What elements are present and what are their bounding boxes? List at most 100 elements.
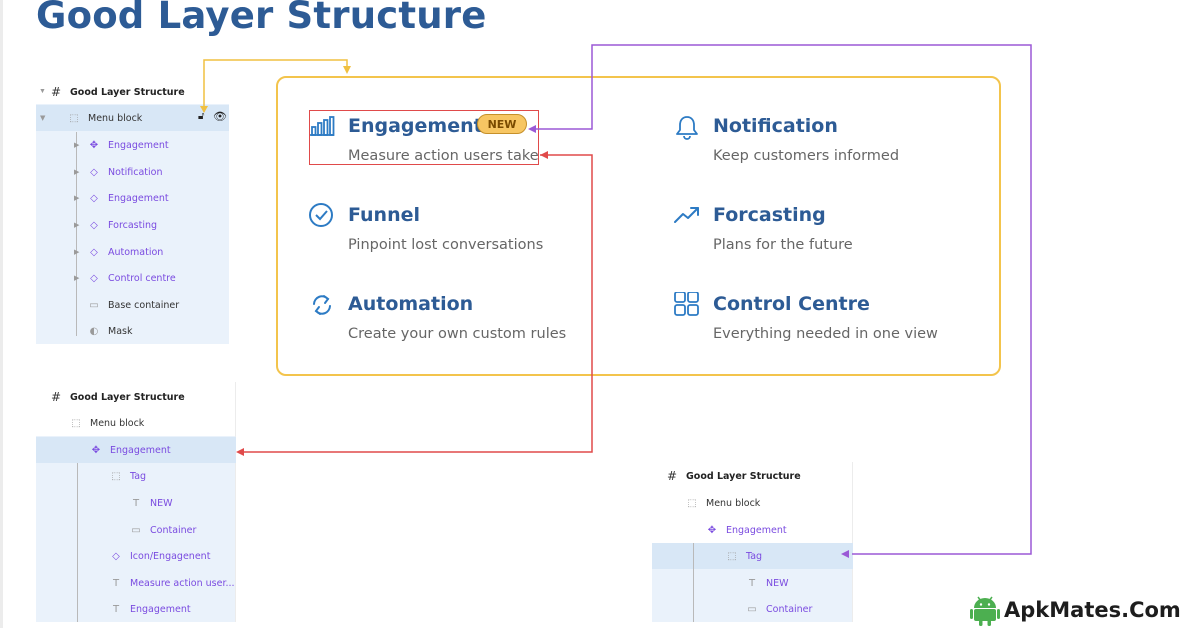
frame-dotted-icon: ⬚ <box>727 550 737 562</box>
layer-panel-mid: # Good Layer Structure ⬚ Menu block ✥ En… <box>36 382 236 622</box>
layer-row-control-centre[interactable]: ◇ Control centre <box>88 265 176 291</box>
layer-label: NEW <box>766 577 789 589</box>
layer-label: Icon/Engagenent <box>130 550 211 562</box>
left-edge-rule <box>0 0 3 628</box>
layer-label: Container <box>150 524 197 536</box>
bell-icon <box>676 116 698 140</box>
layer-label: NEW <box>150 497 173 509</box>
feature-desc: Keep customers informed <box>713 148 900 164</box>
layer-row-new[interactable]: T NEW <box>130 490 173 516</box>
text-t-icon: T <box>112 603 120 615</box>
layer-label: Container <box>766 603 813 615</box>
layer-header[interactable]: # Good Layer Structure <box>666 463 801 489</box>
layer-row-engagement[interactable]: ✥ Engagement <box>36 437 236 463</box>
component-icon: ✥ <box>89 139 99 151</box>
layer-row-engagement-2[interactable]: ◇ Engagement <box>88 185 169 211</box>
layer-label: Menu block <box>706 497 761 509</box>
layer-row-menu-block[interactable]: ▼ ⬚ Menu block 🔓︎ 👁︎ <box>36 105 229 131</box>
layer-label: Notification <box>108 166 163 178</box>
layer-header-label: Good Layer Structure <box>70 391 185 403</box>
instance-diamond-icon: ◇ <box>112 550 120 562</box>
layer-row-container[interactable]: ▭ Container <box>130 517 196 543</box>
feature-desc: Plans for the future <box>713 237 853 253</box>
layer-row-menu-block[interactable]: ⬚ Menu block <box>70 410 144 436</box>
layer-panel-top: ▼ # Good Layer Structure ▼ ⬚ Menu block … <box>36 78 229 344</box>
layer-header-label: Good Layer Structure <box>686 470 801 482</box>
instance-diamond-icon: ◇ <box>90 219 98 231</box>
layer-label: Engagement <box>108 139 169 151</box>
frame-dotted-icon: ⬚ <box>687 497 697 509</box>
layer-label: Menu block <box>90 417 145 429</box>
refresh-icon <box>313 295 331 315</box>
panel-top-bg <box>36 104 229 344</box>
rectangle-icon: ▭ <box>89 299 99 311</box>
feature-name: Notification <box>713 115 838 137</box>
feature-name: Control Centre <box>713 293 870 315</box>
layer-row-base-container[interactable]: ▭ Base container <box>88 292 179 318</box>
instance-diamond-icon: ◇ <box>90 272 98 284</box>
expand-arrow-icon[interactable]: ▶ <box>74 275 80 282</box>
eye-icon[interactable]: 👁︎ <box>213 110 227 123</box>
layer-label: Control centre <box>108 272 176 284</box>
collapse-arrow-icon[interactable]: ▼ <box>40 114 46 122</box>
layer-label: Tag <box>746 550 763 562</box>
feature-desc: Everything needed in one view <box>713 326 938 342</box>
tree-guide-line <box>76 132 77 336</box>
layer-row-container[interactable]: ▭ Container <box>746 596 812 622</box>
layer-row-icon-engagement[interactable]: ◇ Icon/Engagenent <box>110 543 210 569</box>
layer-label: Engagement <box>108 192 169 204</box>
layer-row-engagement[interactable]: ✥ Engagement <box>706 517 787 543</box>
layer-panel-right: # Good Layer Structure ⬚ Menu block ✥ En… <box>652 462 853 622</box>
expand-arrow-icon[interactable]: ▶ <box>74 169 80 176</box>
layer-label: Measure action user... <box>130 577 235 589</box>
bar-chart-icon <box>310 116 335 136</box>
frame-dotted-icon: ⬚ <box>69 112 79 124</box>
layer-row-engagement[interactable]: ✥ Engagement <box>88 132 169 158</box>
collapse-arrow-icon[interactable]: ▼ <box>39 88 46 95</box>
layer-row-notification[interactable]: ◇ Notification <box>88 159 163 185</box>
component-icon: ✥ <box>91 444 101 456</box>
frame-dotted-icon: ⬚ <box>111 470 121 482</box>
text-t-icon: T <box>112 577 120 589</box>
text-t-icon: T <box>132 497 140 509</box>
rectangle-icon: ▭ <box>747 603 757 615</box>
check-circle-icon <box>309 203 333 227</box>
android-robot-icon <box>970 596 1000 626</box>
expand-arrow-icon[interactable]: ▶ <box>74 195 80 202</box>
layer-row-mask[interactable]: ◐ Mask <box>88 318 133 344</box>
feature-desc: Pinpoint lost conversations <box>348 237 544 253</box>
new-badge: NEW <box>477 114 527 134</box>
engagement-highlight-box <box>309 110 539 165</box>
panel-mid-bg <box>36 436 236 622</box>
layer-row-new[interactable]: T NEW <box>746 570 789 596</box>
layer-label: Engagement <box>130 603 191 615</box>
lock-open-icon[interactable]: 🔓︎ <box>198 111 205 122</box>
instance-diamond-icon: ◇ <box>90 166 98 178</box>
layer-header[interactable]: # Good Layer Structure <box>50 384 185 410</box>
feature-name: Funnel <box>348 204 421 226</box>
brand-watermark[interactable]: ApkMates.Com <box>970 592 1181 628</box>
page-title: Good Layer Structure <box>36 0 487 37</box>
frame-hash-icon: # <box>50 85 62 99</box>
tree-guide-line <box>693 543 694 622</box>
layer-row-engagement-text[interactable]: T Engagement <box>110 596 191 622</box>
layer-label: Base container <box>108 299 180 311</box>
expand-arrow-icon[interactable]: ▶ <box>74 249 80 256</box>
layer-label: Automation <box>108 246 164 258</box>
layer-row-forcasting[interactable]: ◇ Forcasting <box>88 212 157 238</box>
rectangle-icon: ▭ <box>131 524 141 536</box>
layer-row-tag[interactable]: ⬚ Tag <box>652 543 853 569</box>
layer-row-measure[interactable]: T Measure action user... <box>110 570 235 596</box>
frame-dotted-icon: ⬚ <box>71 417 81 429</box>
frame-hash-icon: # <box>50 390 62 404</box>
layer-label: Tag <box>130 470 147 482</box>
layer-row-automation[interactable]: ◇ Automation <box>88 239 163 265</box>
expand-arrow-icon[interactable]: ▶ <box>74 222 80 229</box>
expand-arrow-icon[interactable]: ▶ <box>74 142 80 149</box>
layer-label: Menu block <box>88 112 143 124</box>
layer-row-menu-block[interactable]: ⬚ Menu block <box>686 490 760 516</box>
layer-row-tag[interactable]: ⬚ Tag <box>110 463 146 489</box>
panel-divider <box>852 462 853 622</box>
brand-text: ApkMates.Com <box>1004 598 1181 622</box>
layer-header[interactable]: # Good Layer Structure <box>50 79 229 105</box>
